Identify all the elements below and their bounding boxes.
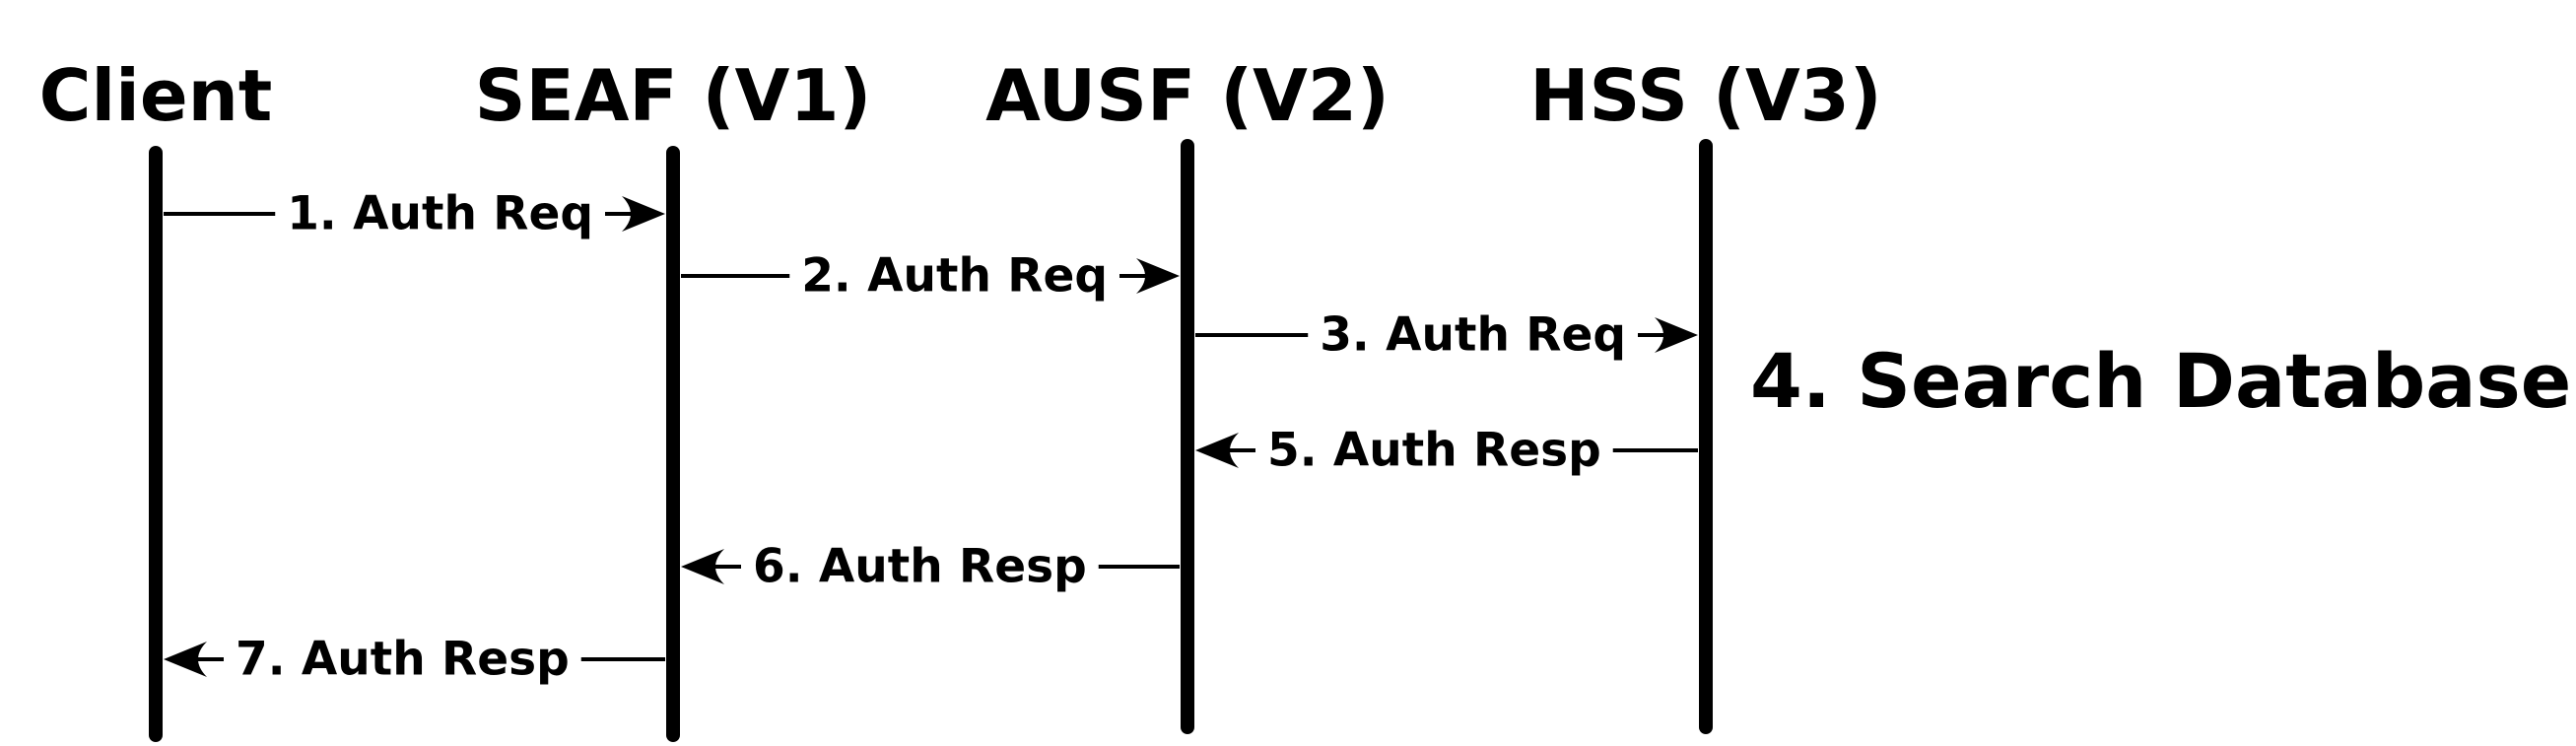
- participant-label-hss: HSS (V3): [1529, 54, 1881, 137]
- arrowhead-icon: [1136, 258, 1180, 294]
- message-label: 1. Auth Req: [287, 187, 593, 241]
- participant-label-client: Client: [39, 54, 273, 137]
- arrowhead-icon: [164, 642, 207, 677]
- message-2: 2. Auth Req: [681, 249, 1180, 304]
- message-6: 6. Auth Resp: [681, 540, 1180, 594]
- note-search-database: 4. Search Database: [1750, 337, 2571, 425]
- message-5: 5. Auth Resp: [1195, 424, 1698, 478]
- arrowhead-icon: [1655, 317, 1698, 353]
- message-label: 6. Auth Resp: [753, 540, 1087, 594]
- arrowhead-icon: [1195, 433, 1239, 468]
- message-1: 1. Auth Req: [164, 187, 665, 241]
- message-3: 3. Auth Req: [1195, 308, 1698, 363]
- message-list: 1. Auth Req 2. Auth Req 3. Auth Req 5. A…: [164, 187, 1698, 687]
- participant-label-ausf: AUSF (V2): [985, 54, 1390, 137]
- message-7: 7. Auth Resp: [164, 633, 665, 687]
- arrowhead-icon: [622, 196, 665, 232]
- message-label: 7. Auth Resp: [236, 633, 570, 687]
- message-label: 5. Auth Resp: [1267, 424, 1601, 478]
- participant-label-seaf: SEAF (V1): [475, 54, 872, 137]
- message-label: 3. Auth Req: [1320, 308, 1626, 363]
- message-label: 2. Auth Req: [801, 249, 1108, 304]
- arrowhead-icon: [681, 549, 724, 584]
